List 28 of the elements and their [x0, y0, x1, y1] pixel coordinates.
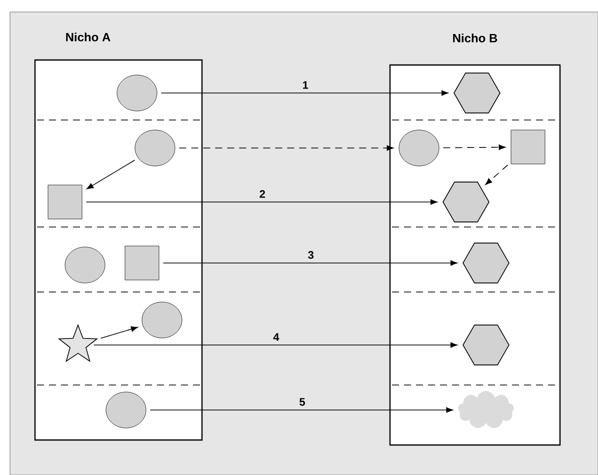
hexagon-shape [462, 242, 510, 284]
square-shape [48, 184, 82, 220]
arrow [162, 260, 458, 266]
panel-heading: Nicho B [453, 34, 498, 42]
ellipse-shape [116, 74, 158, 112]
arrow [485, 164, 508, 185]
ellipse-shape [64, 246, 106, 284]
panel-heading: Nicho A [66, 32, 110, 42]
ellipse-shape [134, 130, 176, 166]
arrow [100, 326, 138, 339]
arrow [86, 199, 438, 205]
arrow [160, 90, 448, 96]
edge-label: 5 [298, 397, 306, 407]
arrow [442, 144, 506, 150]
arrow [86, 160, 136, 190]
ellipse-shape [142, 302, 182, 338]
square-shape [124, 246, 160, 280]
hexagon-shape [442, 182, 490, 222]
hexagon-shape [462, 324, 510, 366]
arrow [178, 145, 394, 151]
square-shape [510, 130, 546, 164]
arrow [93, 342, 458, 348]
cloud-shape [458, 391, 514, 428]
ellipse-shape [106, 392, 146, 428]
arrow [150, 407, 453, 413]
edge-label: 4 [272, 332, 280, 342]
ellipse-shape [398, 130, 440, 166]
hexagon-shape [454, 72, 500, 114]
